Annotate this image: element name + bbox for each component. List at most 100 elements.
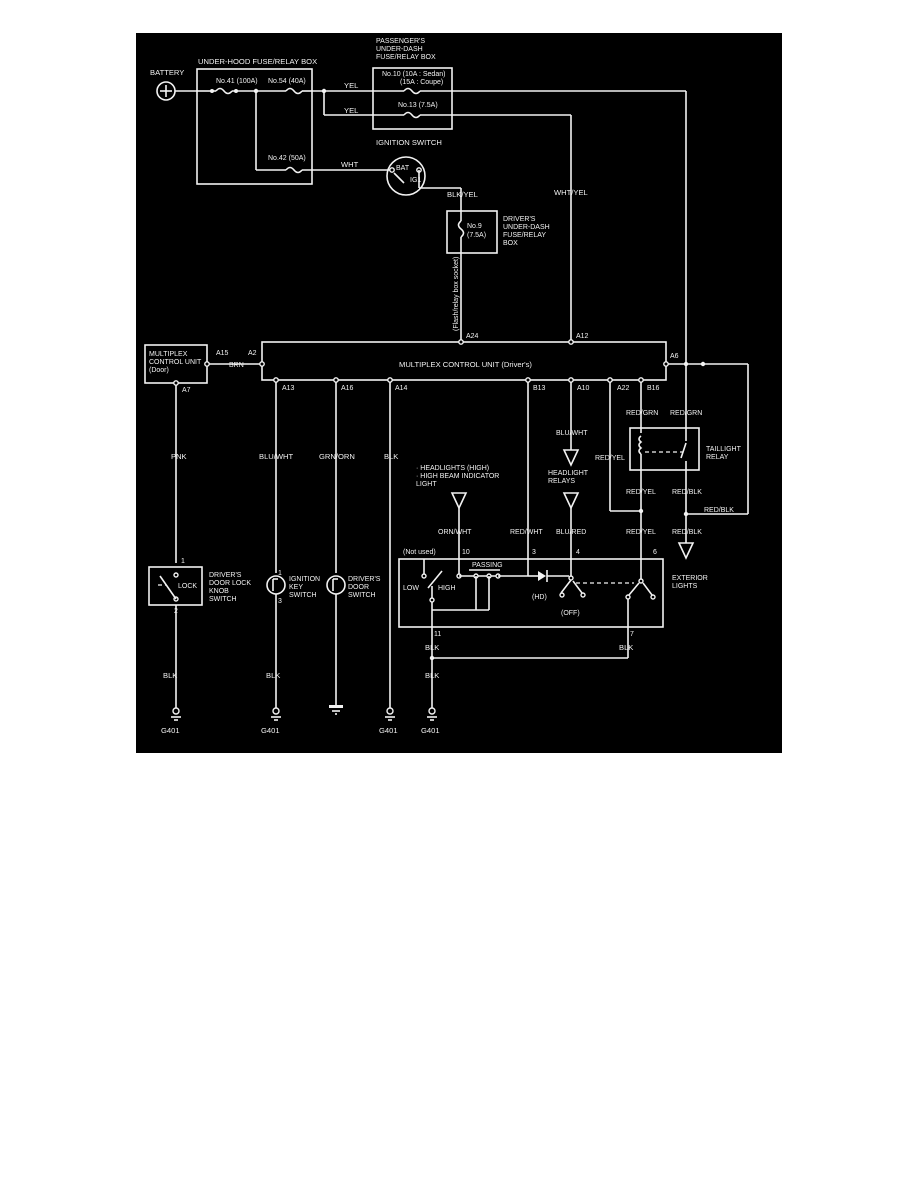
driver-fuse-box [446,210,498,254]
pin-1-label: 1 [181,558,185,565]
fuse10-label-a: No.10 (10A : Sedan) [382,71,445,78]
mcu-door-label-1: MULTIPLEX [149,351,188,358]
ground-label-1: G401 [161,726,180,735]
ground-label-4: G401 [421,726,440,735]
headlights-note-2: · HIGH BEAM INDICATOR [416,473,499,480]
body-ground-symbol [329,705,343,715]
ground-label-2: G401 [261,726,280,735]
term-a16-label: A16 [341,385,354,392]
door-lock-label-1: DRIVER'S [209,572,242,579]
wire-blk-7-label: BLK [619,643,633,652]
headlight-relays-label-1: HEADLIGHT [548,470,589,477]
driver-box-label-3: FUSE/RELAY [503,232,546,239]
fuse10-symbol [403,87,421,95]
not-used-label: (Not used) [403,549,436,556]
exterior-lights-label-2: LIGHTS [672,583,698,590]
passenger-box-label-3: FUSE/RELAY BOX [376,54,436,61]
ground-label-3: G401 [379,726,398,735]
term-a2-label: A2 [248,350,257,357]
wire-brn-label: BRN [229,362,244,369]
term-a13-label: A13 [282,385,295,392]
term-a14-label: A14 [395,385,408,392]
term-a15-label: A15 [216,350,229,357]
exterior-lights-arrow [677,542,695,560]
headlights-note-1: · HEADLIGHTS (HIGH) [416,465,489,472]
headlight-relays-label-2: RELAYS [548,478,575,485]
door-switch-label-1: DRIVER'S [348,576,381,583]
term-a24-label: A24 [466,333,479,340]
taillight-relay-box [629,427,700,471]
low-label: LOW [403,585,419,592]
fuse9-label-a: No.9 [467,223,482,230]
pin-3-label: 3 [532,549,536,556]
driver-box-label-2: UNDER-DASH [503,224,550,231]
wire-pnk-label: PNK [171,452,187,461]
fuse41-label: No.41 (100A) [216,78,258,85]
term-a12-label: A12 [576,333,589,340]
wire-redwht-label: RED/WHT [510,529,543,536]
wire-blkyel-label: BLK/YEL [447,190,478,199]
underhood-box-label: UNDER-HOOD FUSE/RELAY BOX [198,57,317,66]
wire-redyel-a22-label: RED/YEL [595,455,625,462]
term-b16-label: B16 [647,385,660,392]
mcu-driver-box [261,341,667,381]
fuse54-symbol [285,87,303,95]
passenger-fuse-box [372,67,453,130]
battery-symbol [156,81,176,101]
key-pin-1-label: 1 [278,570,282,577]
ignition-switch-label: IGNITION SWITCH [376,138,442,147]
relay-coil [638,435,643,455]
passenger-box-label-1: PASSENGER'S [376,38,425,45]
door-switch-label-2: DOOR [348,584,369,591]
mcu-driver-label: MULTIPLEX CONTROL UNIT (Driver's) [399,360,532,369]
wire-redgrn1-label: RED/GRN [626,410,658,417]
term-a7-label: A7 [182,387,191,394]
mcu-door-label-3: (Door) [149,367,169,374]
wire-blk-door-label: BLK [163,671,177,680]
high-label: HIGH [438,585,456,592]
fuse10-label-b: (15A : Coupe) [400,79,443,86]
passing-label: PASSING [472,562,503,569]
taillight-relay-label-2: RELAY [706,454,729,461]
ground-g401-4 [427,707,437,721]
term-a10-label: A10 [577,385,590,392]
pin-4-label: 4 [576,549,580,556]
door-lock-label-2: DOOR LOCK [209,580,251,587]
wire-redblk-side-label: RED/BLK [704,507,734,514]
lock-label: LOCK [178,583,197,590]
fuse9-label-b: (7.5A) [467,232,486,239]
wiring-diagram: BATTERY UNDER-HOOD FUSE/RELAY BOX No.41 … [136,33,782,753]
term-a22-label: A22 [617,385,630,392]
wire-blk-ground-label: BLK [425,671,439,680]
wire-redyel-6-label: RED/YEL [626,529,656,536]
term-a6-label: A6 [670,353,679,360]
flash-socket-label: (Flash/relay box socket) [453,257,460,331]
underhood-fuse-box [196,68,313,185]
pin-6-label: 6 [653,549,657,556]
wire-grnorn-label: GRN/ORN [319,452,355,461]
ign-bat-label: BAT [396,165,410,172]
wire-yel1-label: YEL [344,81,358,90]
ground-g401-2 [271,707,281,721]
wire-whtyel-label: WHT/YEL [554,188,588,197]
exterior-lights-label-1: EXTERIOR [672,575,708,582]
wire-blk-key-label: BLK [266,671,280,680]
wire-blk-11-label: BLK [425,643,439,652]
ign-key-label-2: KEY [289,584,303,591]
wire-redblk-ext-label: RED/BLK [672,529,702,536]
ground-g401-1 [171,707,181,721]
wiring-diagram-svg: BATTERY UNDER-HOOD FUSE/RELAY BOX No.41 … [144,38,749,735]
door-switch-label-3: SWITCH [348,592,376,599]
wire-redyel-relay-label: RED/YEL [626,489,656,496]
fuse42-symbol [285,166,303,174]
off-label: (OFF) [561,610,580,617]
combination-switch-box [398,558,664,628]
pin-7-label: 7 [630,631,634,638]
wire-blk-a14-label: BLK [384,452,398,461]
ign-key-label-1: IGNITION [289,576,320,583]
door-lock-label-4: SWITCH [209,596,237,603]
door-lock-label-3: KNOB [209,588,229,595]
headlights-high-arrow [450,492,468,510]
bluwht-arrow [562,449,580,467]
fuse13-label: No.13 (7.5A) [398,102,438,109]
